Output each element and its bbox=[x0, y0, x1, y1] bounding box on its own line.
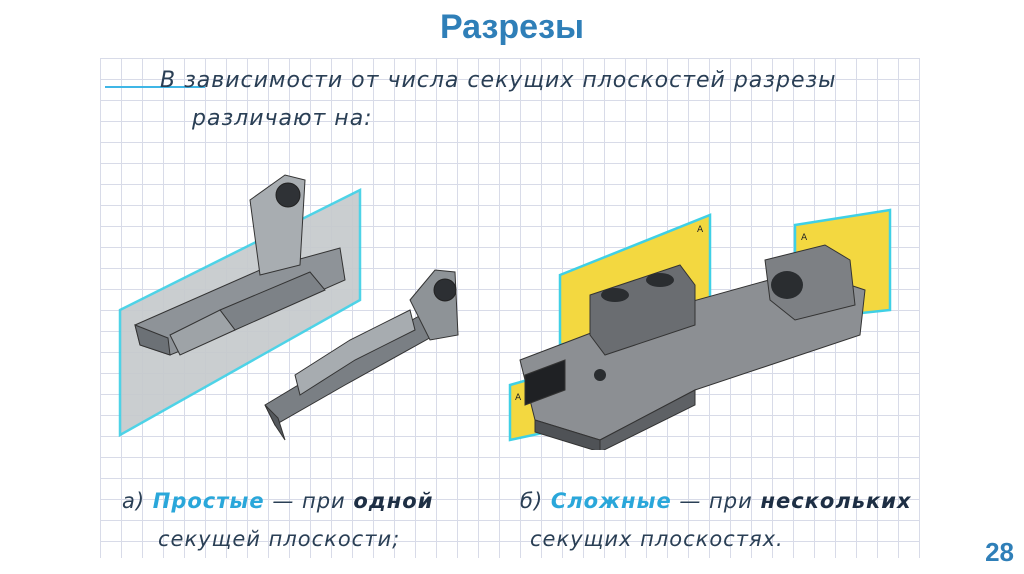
intro-line-1: В зависимости от числа секущих плоскосте… bbox=[160, 68, 837, 93]
plane-marker-3: А bbox=[515, 393, 522, 403]
complex-part-body bbox=[519, 244, 866, 450]
caption-complex-dash: — при bbox=[671, 489, 761, 513]
accent-underline bbox=[105, 86, 205, 88]
caption-complex-emphasis: нескольких bbox=[760, 489, 912, 513]
caption-simple-term: Простые bbox=[152, 489, 265, 513]
caption-simple: а) Простые — при одной секущей плоскости… bbox=[122, 482, 482, 558]
page-number: 28 bbox=[985, 537, 1014, 567]
cut-part-right bbox=[264, 269, 459, 441]
caption-complex-line-1: б) Сложные — при нескольких bbox=[520, 482, 940, 520]
caption-complex-term: Сложные bbox=[550, 489, 672, 513]
caption-simple-dash: — при bbox=[264, 489, 354, 513]
caption-complex-prefix: б) bbox=[520, 489, 544, 513]
simple-section-figure bbox=[118, 174, 459, 441]
caption-simple-emphasis: одной bbox=[353, 489, 434, 513]
plane-marker-1: А bbox=[697, 225, 704, 235]
caption-simple-line-1: а) Простые — при одной bbox=[122, 482, 482, 520]
cut-part-left bbox=[134, 174, 346, 356]
intro-line-2: различают на: bbox=[192, 106, 373, 131]
slide-title: Разрезы bbox=[439, 8, 585, 46]
complex-section-figure: А А А bbox=[508, 208, 892, 450]
caption-simple-line-2: секущей плоскости; bbox=[158, 527, 401, 551]
caption-complex-line-2: секущих плоскостях. bbox=[530, 527, 784, 551]
caption-complex: б) Сложные — при нескольких секущих плос… bbox=[520, 482, 940, 558]
intro-text: В зависимости от числа секущих плоскосте… bbox=[160, 62, 880, 138]
caption-simple-prefix: а) bbox=[122, 489, 146, 513]
plane-marker-2: А bbox=[801, 233, 808, 243]
